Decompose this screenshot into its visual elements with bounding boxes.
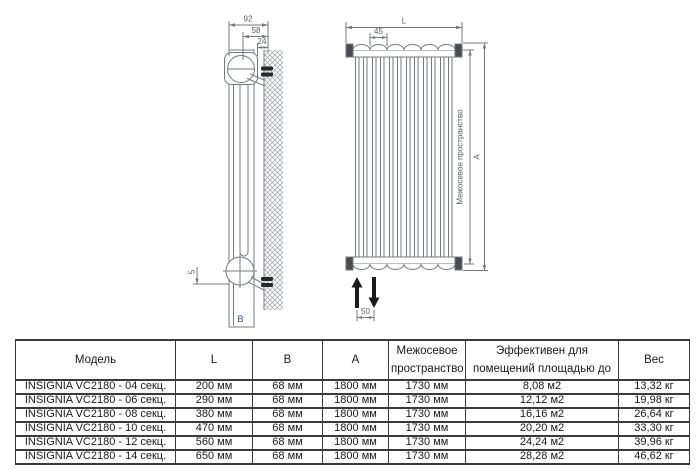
- table-cell: 26,64 кг: [618, 407, 690, 423]
- table-cell: INSIGNIA VC2180 - 08 секц.: [15, 407, 176, 423]
- table-cell: 46,62 кг: [618, 449, 690, 465]
- wall-anchor-bottom-icon: [261, 277, 273, 287]
- table-cell: INSIGNIA VC2180 - 06 секц.: [15, 393, 176, 409]
- flow-out-arrow-icon: [368, 277, 380, 308]
- table-cell: 68 мм: [252, 421, 323, 437]
- column-header: Эффективен для помещений площадью до: [465, 339, 619, 381]
- table-cell: 1730 мм: [388, 435, 466, 451]
- dimension-58: 58: [242, 26, 268, 60]
- dim-bracket-offset-label: 5: [188, 269, 197, 274]
- table-cell: 19,98 кг: [618, 393, 690, 409]
- table-cell: 1730 мм: [388, 379, 466, 395]
- end-plug-right-icon: [454, 43, 463, 58]
- table-cell: 380 мм: [175, 407, 253, 423]
- dim-section-width-label: 45: [374, 27, 383, 36]
- bottom-bracket: [223, 254, 265, 291]
- table-cell: 1800 мм: [322, 435, 389, 451]
- table-cell: 68 мм: [252, 393, 323, 409]
- side-view: 92 58 24 5: [188, 15, 283, 328]
- table-cell: 68 мм: [252, 435, 323, 451]
- table-cell: 13,32 кг: [618, 379, 690, 395]
- table-cell: 1730 мм: [388, 407, 466, 423]
- dimension-axis-distance: Межосевое пространство: [456, 49, 474, 265]
- table-cell: 68 мм: [252, 449, 323, 465]
- flow-in-arrow-icon: [351, 277, 363, 308]
- wall-hatch: [264, 50, 283, 310]
- column-header: Межосевое пространство: [388, 339, 466, 381]
- bottom-header: [345, 256, 463, 271]
- wall-anchor-top-icon: [261, 66, 273, 77]
- table-cell: 24,24 м2: [465, 435, 619, 451]
- table-cell: 68 мм: [252, 379, 323, 395]
- table-cell: 200 мм: [175, 379, 253, 395]
- column-header: Модель: [15, 339, 176, 381]
- end-plug-left-icon: [345, 43, 354, 58]
- table-cell: 1800 мм: [322, 421, 389, 437]
- table-cell: 1800 мм: [322, 393, 389, 409]
- table-cell: 28,28 м2: [465, 449, 619, 465]
- radiator-tubes: [355, 56, 453, 258]
- column-header: B: [252, 339, 323, 381]
- table-cell: 650 мм: [175, 449, 253, 465]
- top-header: [345, 43, 463, 58]
- table-cell: 16,16 м2: [465, 407, 619, 423]
- depth-label: B: [237, 314, 243, 324]
- height-label: A: [473, 154, 482, 160]
- length-label: L: [402, 17, 407, 26]
- end-plug-bottom-left-icon: [345, 256, 354, 271]
- table-cell: 1730 мм: [388, 421, 466, 437]
- dim-bracket-to-wall-label: 24: [258, 37, 267, 46]
- table-cell: 20,20 м2: [465, 421, 619, 437]
- table-cell: 39,96 кг: [618, 435, 690, 451]
- table-cell: INSIGNIA VC2180 - 14 секц.: [15, 449, 176, 465]
- dimension-5: 5: [188, 267, 229, 285]
- column-header: L: [175, 339, 253, 381]
- dimension-24: 24: [257, 37, 268, 56]
- dimension-45: 45: [369, 27, 388, 46]
- end-plug-bottom-right-icon: [454, 256, 463, 271]
- table-cell: 1800 мм: [322, 407, 389, 423]
- dim-axis-to-wall-label: 58: [252, 26, 261, 35]
- top-bracket: [224, 52, 265, 86]
- table-cell: INSIGNIA VC2180 - 12 секц.: [15, 435, 176, 451]
- table-cell: 68 мм: [252, 407, 323, 423]
- table-cell: 470 мм: [175, 421, 253, 437]
- table-cell: 560 мм: [175, 435, 253, 451]
- table-cell: 1800 мм: [322, 379, 389, 395]
- axis-distance-label: Межосевое пространство: [456, 109, 465, 205]
- table-cell: 1730 мм: [388, 393, 466, 409]
- table-cell: 33,30 кг: [618, 421, 690, 437]
- column-header: A: [322, 339, 389, 381]
- dimension-50: 50: [356, 307, 375, 321]
- table-cell: INSIGNIA VC2180 - 04 секц.: [15, 379, 176, 395]
- dim-connection-spacing-label: 50: [361, 307, 370, 316]
- table-cell: 1730 мм: [388, 449, 466, 465]
- column-header: Вес: [618, 339, 690, 381]
- table-cell: 8,08 м2: [465, 379, 619, 395]
- technical-drawing: 92 58 24 5: [188, 15, 488, 328]
- table-cell: 1800 мм: [322, 449, 389, 465]
- front-view: L 45 50: [345, 17, 488, 321]
- dimension-height: A: [463, 42, 488, 271]
- dim-total-depth-label: 92: [244, 15, 253, 24]
- table-cell: 12,12 м2: [465, 393, 619, 409]
- table-cell: 290 мм: [175, 393, 253, 409]
- dimension-length: L: [345, 17, 463, 43]
- tube-slot: [239, 57, 249, 257]
- table-cell: INSIGNIA VC2180 - 10 секц.: [15, 421, 176, 437]
